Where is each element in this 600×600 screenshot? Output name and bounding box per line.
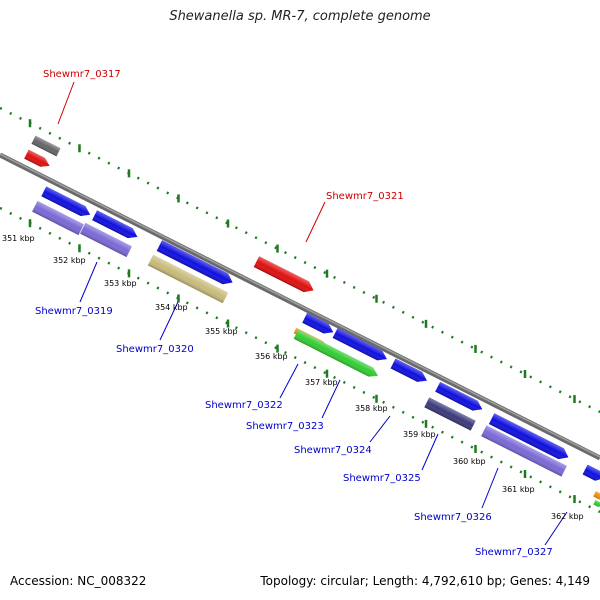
gene-0317[interactable] (24, 149, 52, 171)
tick-label-353: 353 kbp (104, 279, 137, 288)
gene-label-0325[interactable]: Shewmr7_0325 (343, 473, 421, 484)
tick-label-354: 354 kbp (155, 303, 188, 312)
gene-label-0321[interactable]: Shewmr7_0321 (326, 191, 404, 202)
leader-line (79, 261, 98, 303)
gene-0320[interactable] (147, 254, 229, 304)
gene-label-0327[interactable]: Shewmr7_0327 (475, 547, 553, 558)
leader-line (305, 201, 326, 243)
gene-0327a[interactable] (593, 491, 600, 501)
gene-0317-gray[interactable] (31, 135, 61, 157)
gene-0319b[interactable] (92, 210, 140, 241)
tick-label-358: 358 kbp (355, 404, 388, 413)
gene-0326[interactable] (481, 425, 567, 477)
inner-ruler (0, 206, 600, 514)
leader-line (159, 301, 179, 341)
gene-label-0326[interactable]: Shewmr7_0326 (414, 512, 492, 523)
gene-0327b[interactable] (582, 464, 600, 484)
tick-label-361: 361 kbp (502, 485, 535, 494)
leader-line (421, 433, 439, 471)
gene-0322b[interactable] (302, 312, 336, 337)
backbone (0, 152, 600, 461)
topology-info: Topology: circular; Length: 4,792,610 bp… (260, 574, 590, 588)
leader-line (544, 511, 568, 546)
gene-0321[interactable] (253, 256, 317, 296)
map-title: Shewanella sp. MR-7, complete genome (169, 9, 431, 24)
gene-track (24, 135, 600, 508)
gene-labels: Shewmr7_0317 Shewmr7_0321 Shewmr7_0319 S… (35, 69, 553, 558)
gene-0325[interactable] (424, 397, 476, 431)
gene-0325b[interactable] (435, 381, 485, 414)
tick-label-351: 351 kbp (2, 234, 35, 243)
tick-label-352: 352 kbp (53, 256, 86, 265)
gene-0319a[interactable] (32, 200, 84, 236)
major-ticks (28, 119, 576, 504)
gene-0318[interactable] (41, 186, 92, 219)
gene-0324b[interactable] (390, 358, 430, 386)
gene-0319[interactable] (80, 222, 132, 258)
tick-label-359: 359 kbp (403, 430, 436, 439)
gene-label-0317[interactable]: Shewmr7_0317 (43, 69, 121, 80)
label-leaders (57, 81, 568, 546)
gene-label-0322[interactable]: Shewmr7_0322 (205, 400, 283, 411)
accession-info: Accession: NC_008322 (10, 574, 147, 588)
gene-label-0319[interactable]: Shewmr7_0319 (35, 306, 113, 317)
gene-0326b[interactable] (488, 413, 571, 462)
leader-line (321, 379, 341, 419)
leader-line (369, 415, 391, 443)
tick-label-357: 357 kbp (305, 378, 338, 387)
tick-label-362: 362 kbp (551, 512, 584, 521)
leader-line (481, 467, 499, 509)
gene-0327[interactable] (593, 499, 600, 508)
tick-label-355: 355 kbp (205, 327, 238, 336)
tick-labels: 351 kbp 352 kbp 353 kbp 354 kbp 355 kbp … (2, 234, 584, 521)
tick-label-356: 356 kbp (255, 352, 288, 361)
leader-line (279, 363, 299, 399)
leader-line (57, 81, 75, 125)
gene-label-0323[interactable]: Shewmr7_0323 (246, 421, 324, 432)
gene-label-0324[interactable]: Shewmr7_0324 (294, 445, 372, 456)
outer-ruler (0, 106, 600, 414)
gene-0323[interactable] (293, 329, 381, 380)
tick-label-360: 360 kbp (453, 457, 486, 466)
gene-0323b[interactable] (332, 328, 390, 364)
gene-label-0320[interactable]: Shewmr7_0320 (116, 344, 194, 355)
gene-0320b[interactable] (156, 240, 236, 288)
